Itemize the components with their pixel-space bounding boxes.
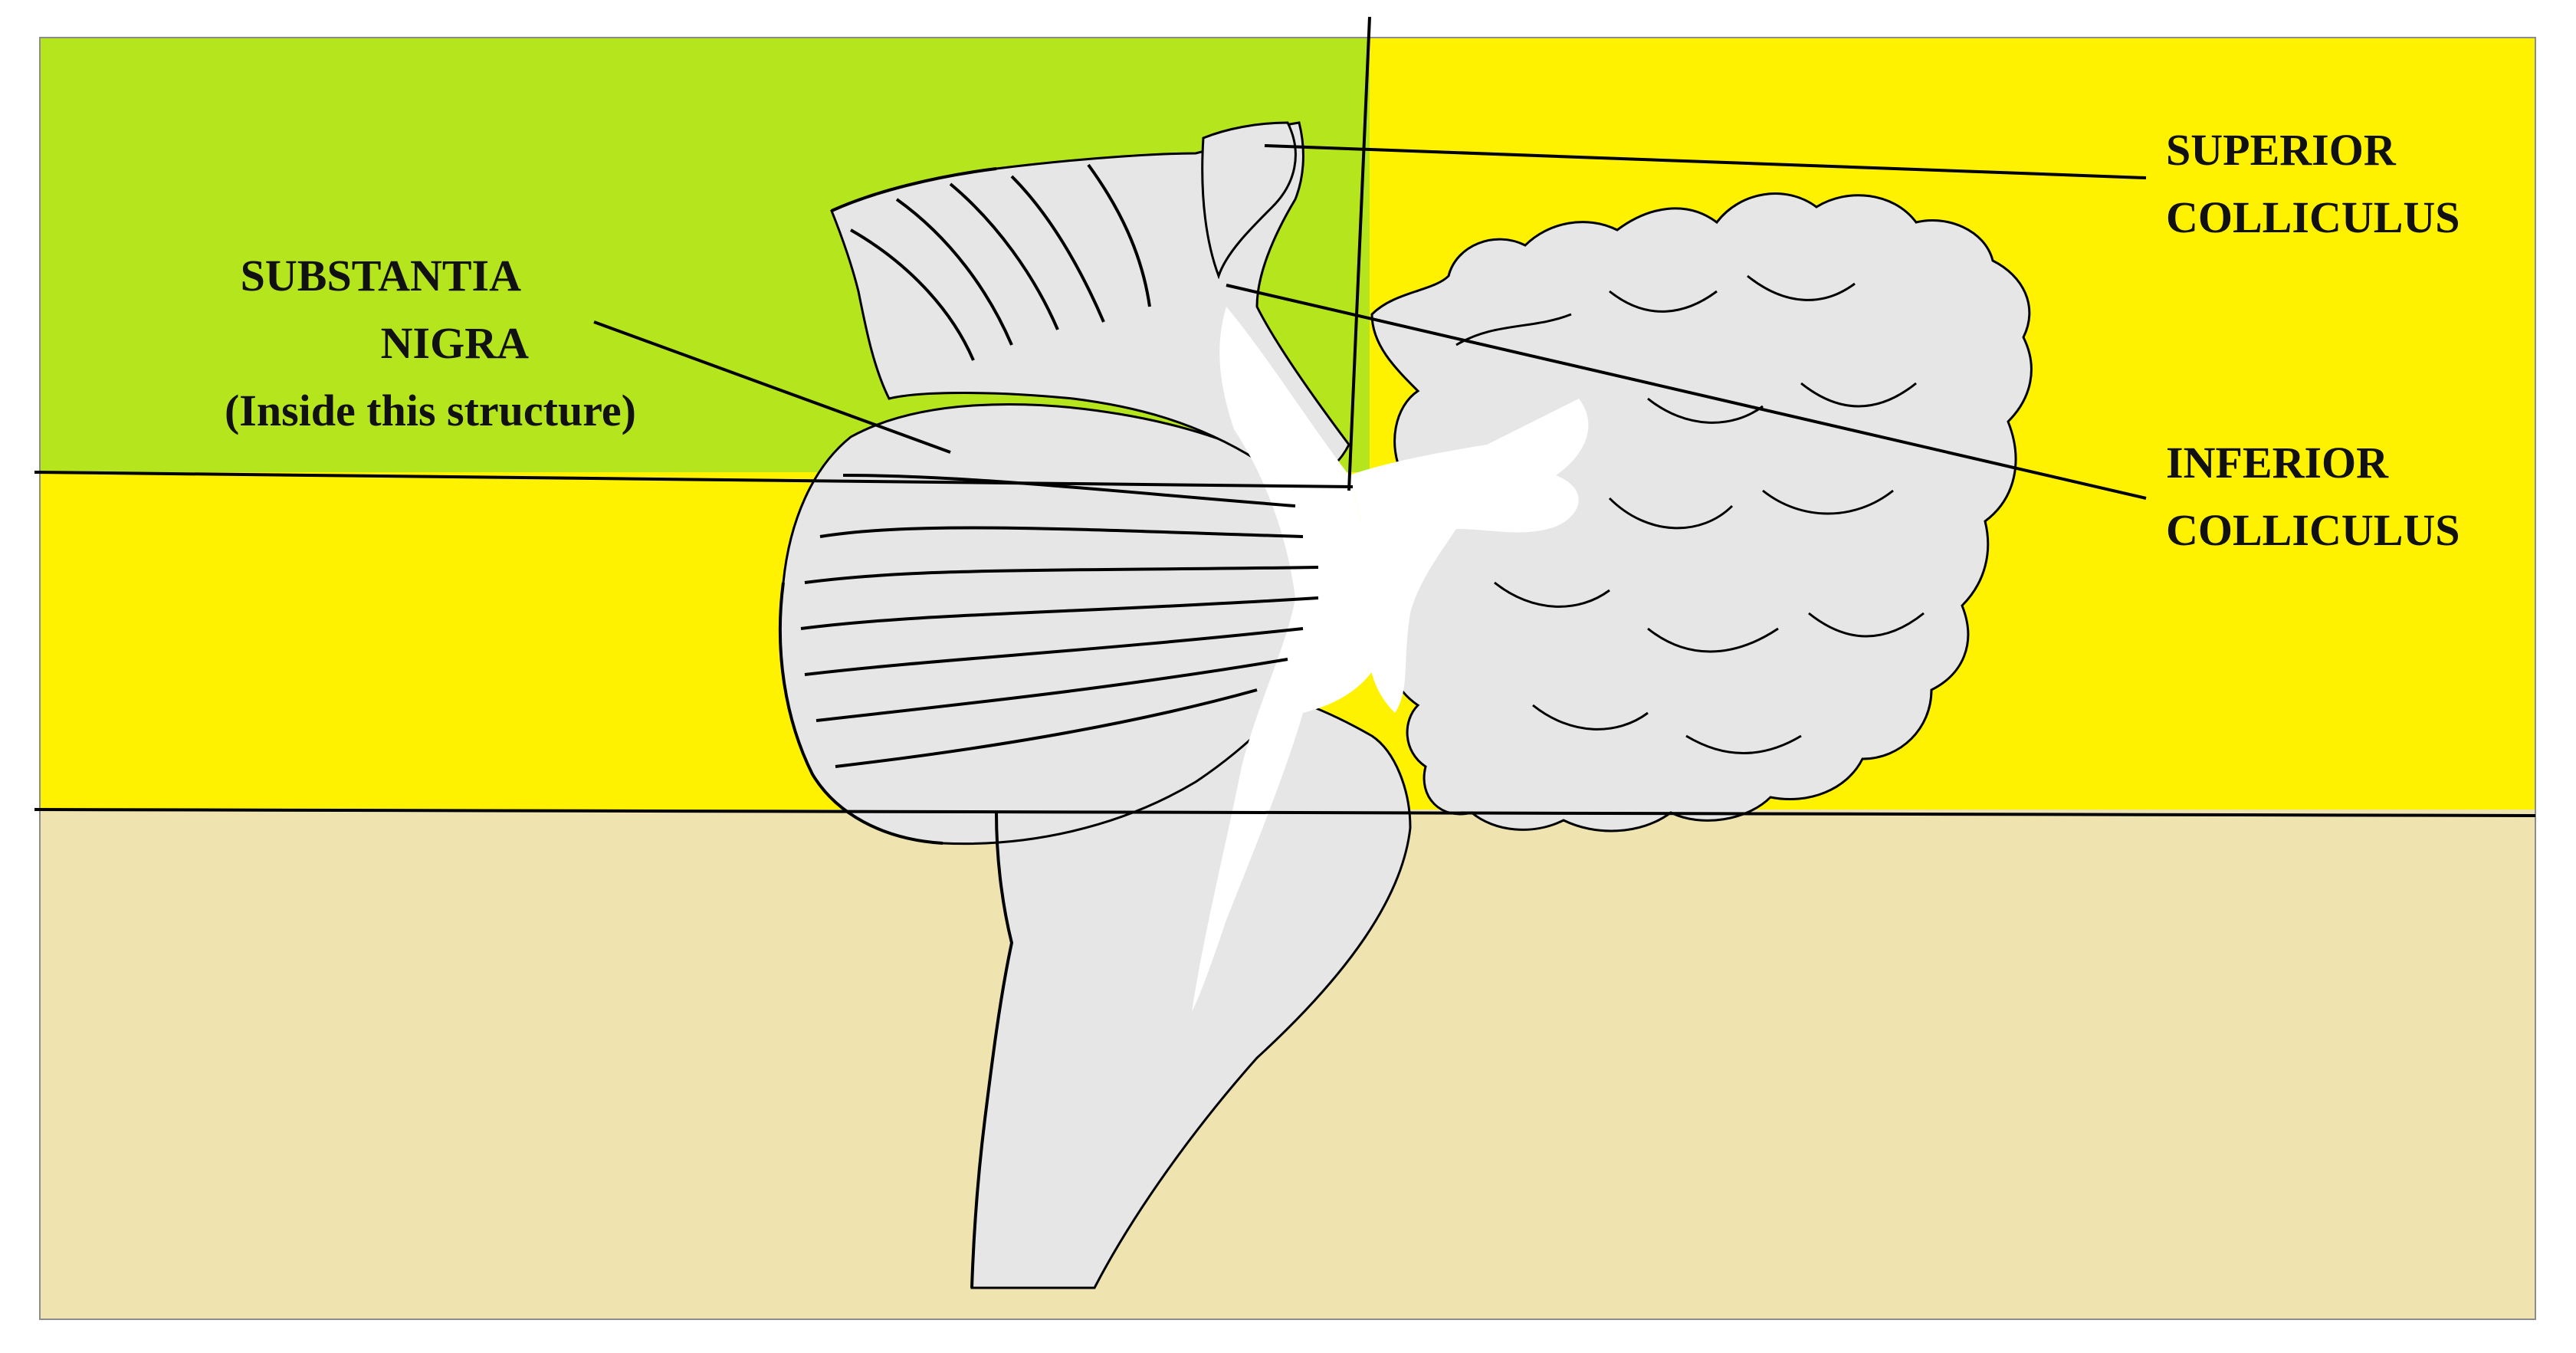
leader-substantia-nigra bbox=[593, 320, 951, 454]
label-inferior-colliculus: INFERIOR COLLICULUS bbox=[2166, 429, 2460, 564]
midbrain-striations bbox=[850, 163, 1151, 361]
label-substantia-nigra-line1: SUBSTANTIA bbox=[240, 251, 521, 300]
label-substantia-nigra-line2: NIGRA bbox=[380, 318, 529, 368]
label-superior-colliculus-line2: COLLICULUS bbox=[2166, 192, 2460, 242]
label-inferior-colliculus-line2: COLLICULUS bbox=[2166, 505, 2460, 555]
label-inferior-colliculus-line1: INFERIOR bbox=[2166, 438, 2389, 488]
frame-border bbox=[39, 37, 2536, 1320]
shape-outlines bbox=[778, 167, 1014, 1289]
leader-inferior-colliculus bbox=[1226, 284, 2147, 500]
label-superior-colliculus-line1: SUPERIOR bbox=[2166, 125, 2396, 175]
label-superior-colliculus: SUPERIOR COLLICULUS bbox=[2166, 117, 2460, 251]
divider-upper bbox=[34, 471, 1354, 488]
label-substantia-nigra: SUBSTANTIA NIGRA (Inside this structure) bbox=[115, 242, 636, 445]
superior-colliculus-cap bbox=[1201, 121, 1297, 280]
pons-striations bbox=[800, 474, 1319, 768]
cerebellum-white-matter bbox=[1349, 399, 1589, 713]
divider-lower bbox=[34, 808, 2536, 817]
label-substantia-nigra-line3: (Inside this structure) bbox=[224, 386, 636, 435]
divider-vertical bbox=[1347, 16, 1371, 491]
leader-superior-colliculus bbox=[1264, 144, 2147, 179]
cerebellum-folia bbox=[1455, 274, 1925, 754]
